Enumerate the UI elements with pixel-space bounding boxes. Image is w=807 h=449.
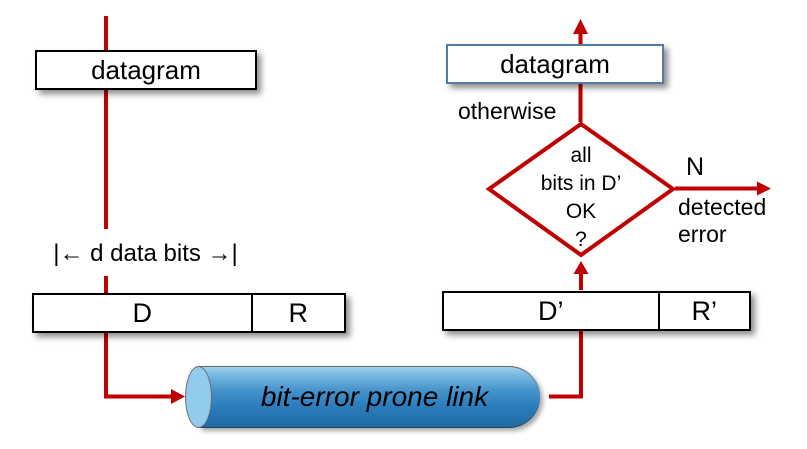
sender-datagram-label: datagram [91,54,201,85]
sender-d-cell: D [34,295,253,331]
link-label: bit-error prone link [260,381,489,412]
sender-d-label: D [132,297,153,328]
receiver-datagram-box: datagram [446,44,664,84]
detected-error-label: detected error [678,194,766,248]
otherwise-label: otherwise [458,98,557,124]
sender-arrowhead [171,389,185,404]
receiver-dr-box: D’ R’ [442,291,751,331]
receiver-d-cell: D’ [444,293,660,329]
error-arrowhead [757,181,771,196]
receiver-d-label: D’ [538,295,564,326]
decision-line-2: bits in D’ [540,172,622,195]
decision-line-4: ? [575,228,587,251]
sender-r-label: R [288,297,309,328]
sender-dr-box: D R [32,293,346,333]
decision-text: all bits in D’ OK ? [501,142,661,254]
n-branch-label: N [686,153,705,181]
link-cylinder-cap [185,366,212,428]
receiver-r-cell: R’ [660,293,749,329]
receiver-datagram-label: datagram [500,48,610,79]
receiver-r-label: R’ [691,295,718,326]
check-arrowhead [573,261,589,274]
decision-line-1: all [570,144,592,167]
d-data-bits-label: |← d data bits →| [53,240,238,267]
detected-error-line-1: detected [678,194,767,220]
decision-line-3: OK [565,200,597,223]
link-cylinder: bit-error prone link [199,366,540,428]
detected-error-line-2: error [678,221,727,247]
sender-datagram-box: datagram [35,50,257,90]
deliver-arrowhead [573,19,588,34]
decision-diamond [485,121,677,258]
sender-r-cell: R [253,295,344,331]
